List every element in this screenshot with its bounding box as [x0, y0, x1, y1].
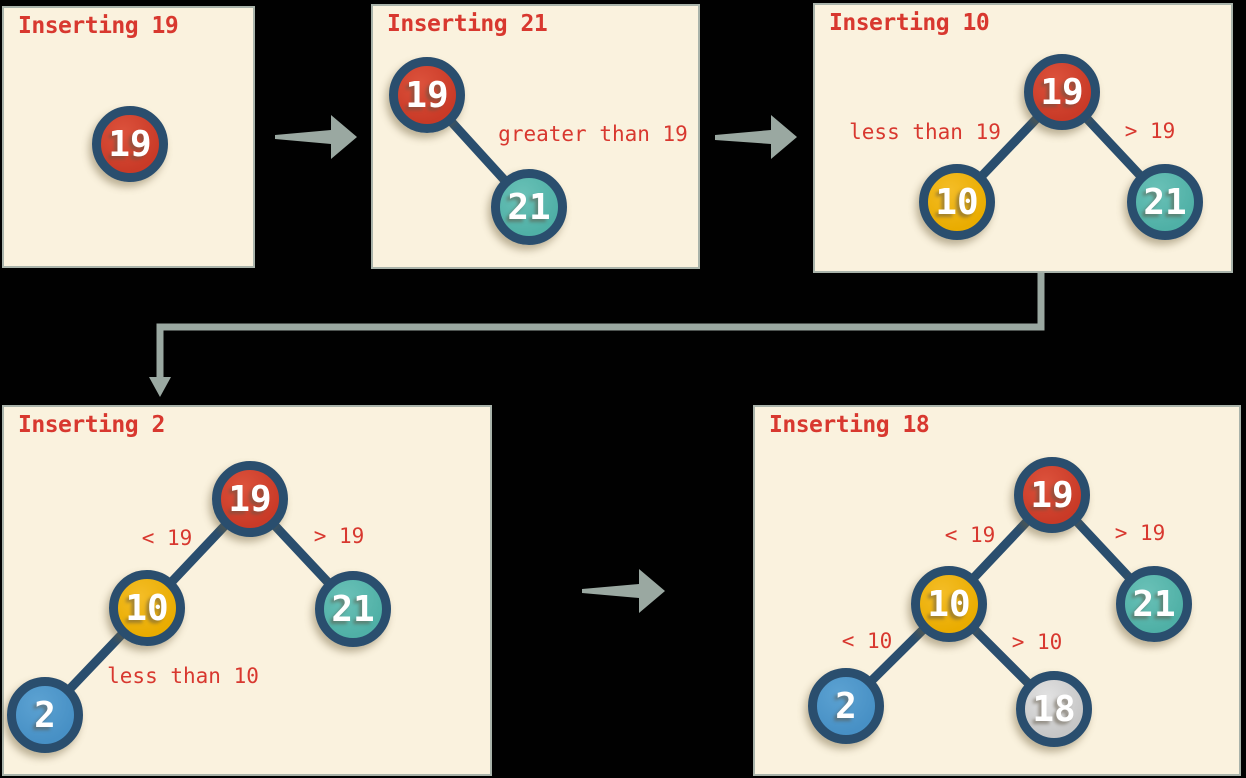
flow-arrow-elbow-down-icon [149, 273, 1045, 397]
tree-node-18: 18 [1016, 671, 1092, 747]
panel-inserting-18: Inserting 18 < 19 > 19 < 10 > 10 19 10 2… [753, 405, 1241, 776]
edge-label: greater than 19 [498, 122, 688, 146]
tree-node-21: 21 [1116, 566, 1192, 642]
tree-node-10: 10 [919, 164, 995, 240]
tree-node-10: 10 [109, 570, 185, 646]
tree-node-value: 10 [125, 587, 169, 629]
panel-inserting-2: Inserting 2 < 19 > 19 less than 10 19 10… [2, 405, 492, 776]
tree-node-value: 19 [1030, 474, 1074, 516]
tree-node-value: 10 [927, 583, 971, 625]
panel-title: Inserting 10 [829, 10, 990, 36]
edge-label: < 19 [141, 526, 193, 550]
tree-node-19: 19 [92, 106, 168, 182]
panel-title: Inserting 18 [769, 412, 930, 438]
tree-node-21: 21 [491, 169, 567, 245]
tree-node-2: 2 [7, 677, 83, 753]
tree-node-value: 2 [835, 685, 857, 727]
tree-node-value: 10 [935, 181, 979, 223]
tree-node-value: 19 [1040, 71, 1084, 113]
edge-label: less than 19 [849, 120, 1001, 144]
tree-node-value: 2 [34, 694, 56, 736]
panel-title: Inserting 2 [18, 412, 165, 438]
flow-arrow-right-icon [715, 115, 797, 159]
edge-label: < 19 [944, 523, 996, 547]
tree-node-value: 21 [507, 186, 551, 228]
flow-arrow-right-icon [582, 569, 665, 613]
tree-node-value: 21 [1143, 181, 1187, 223]
edge-label: > 19 [1114, 521, 1166, 545]
panel-inserting-21: Inserting 21 greater than 19 19 21 [371, 4, 700, 269]
panel-inserting-10: Inserting 10 less than 19 > 19 19 10 21 [813, 3, 1233, 273]
tree-node-19: 19 [212, 461, 288, 537]
tree-node-10: 10 [911, 566, 987, 642]
tree-node-19: 19 [1014, 457, 1090, 533]
tree-node-21: 21 [1127, 164, 1203, 240]
tree-node-value: 19 [405, 74, 449, 116]
tree-node-value: 21 [1132, 583, 1176, 625]
flow-arrow-right-icon [275, 115, 357, 159]
tree-node-21: 21 [315, 571, 391, 647]
tree-node-value: 19 [108, 123, 152, 165]
edge-label: < 10 [841, 629, 893, 653]
tree-node-19: 19 [389, 57, 465, 133]
edge-label: > 19 [313, 524, 365, 548]
edge-label: less than 10 [107, 664, 259, 688]
tree-node-2: 2 [808, 668, 884, 744]
panel-title: Inserting 21 [387, 11, 548, 37]
panel-title: Inserting 19 [18, 13, 179, 39]
edge-label: > 10 [1011, 630, 1063, 654]
edge-label: > 19 [1124, 119, 1176, 143]
tree-node-value: 21 [331, 588, 375, 630]
tree-node-19: 19 [1024, 54, 1100, 130]
panel-inserting-19: Inserting 19 19 [2, 6, 255, 268]
tree-node-value: 18 [1032, 688, 1076, 730]
tree-node-value: 19 [228, 478, 272, 520]
